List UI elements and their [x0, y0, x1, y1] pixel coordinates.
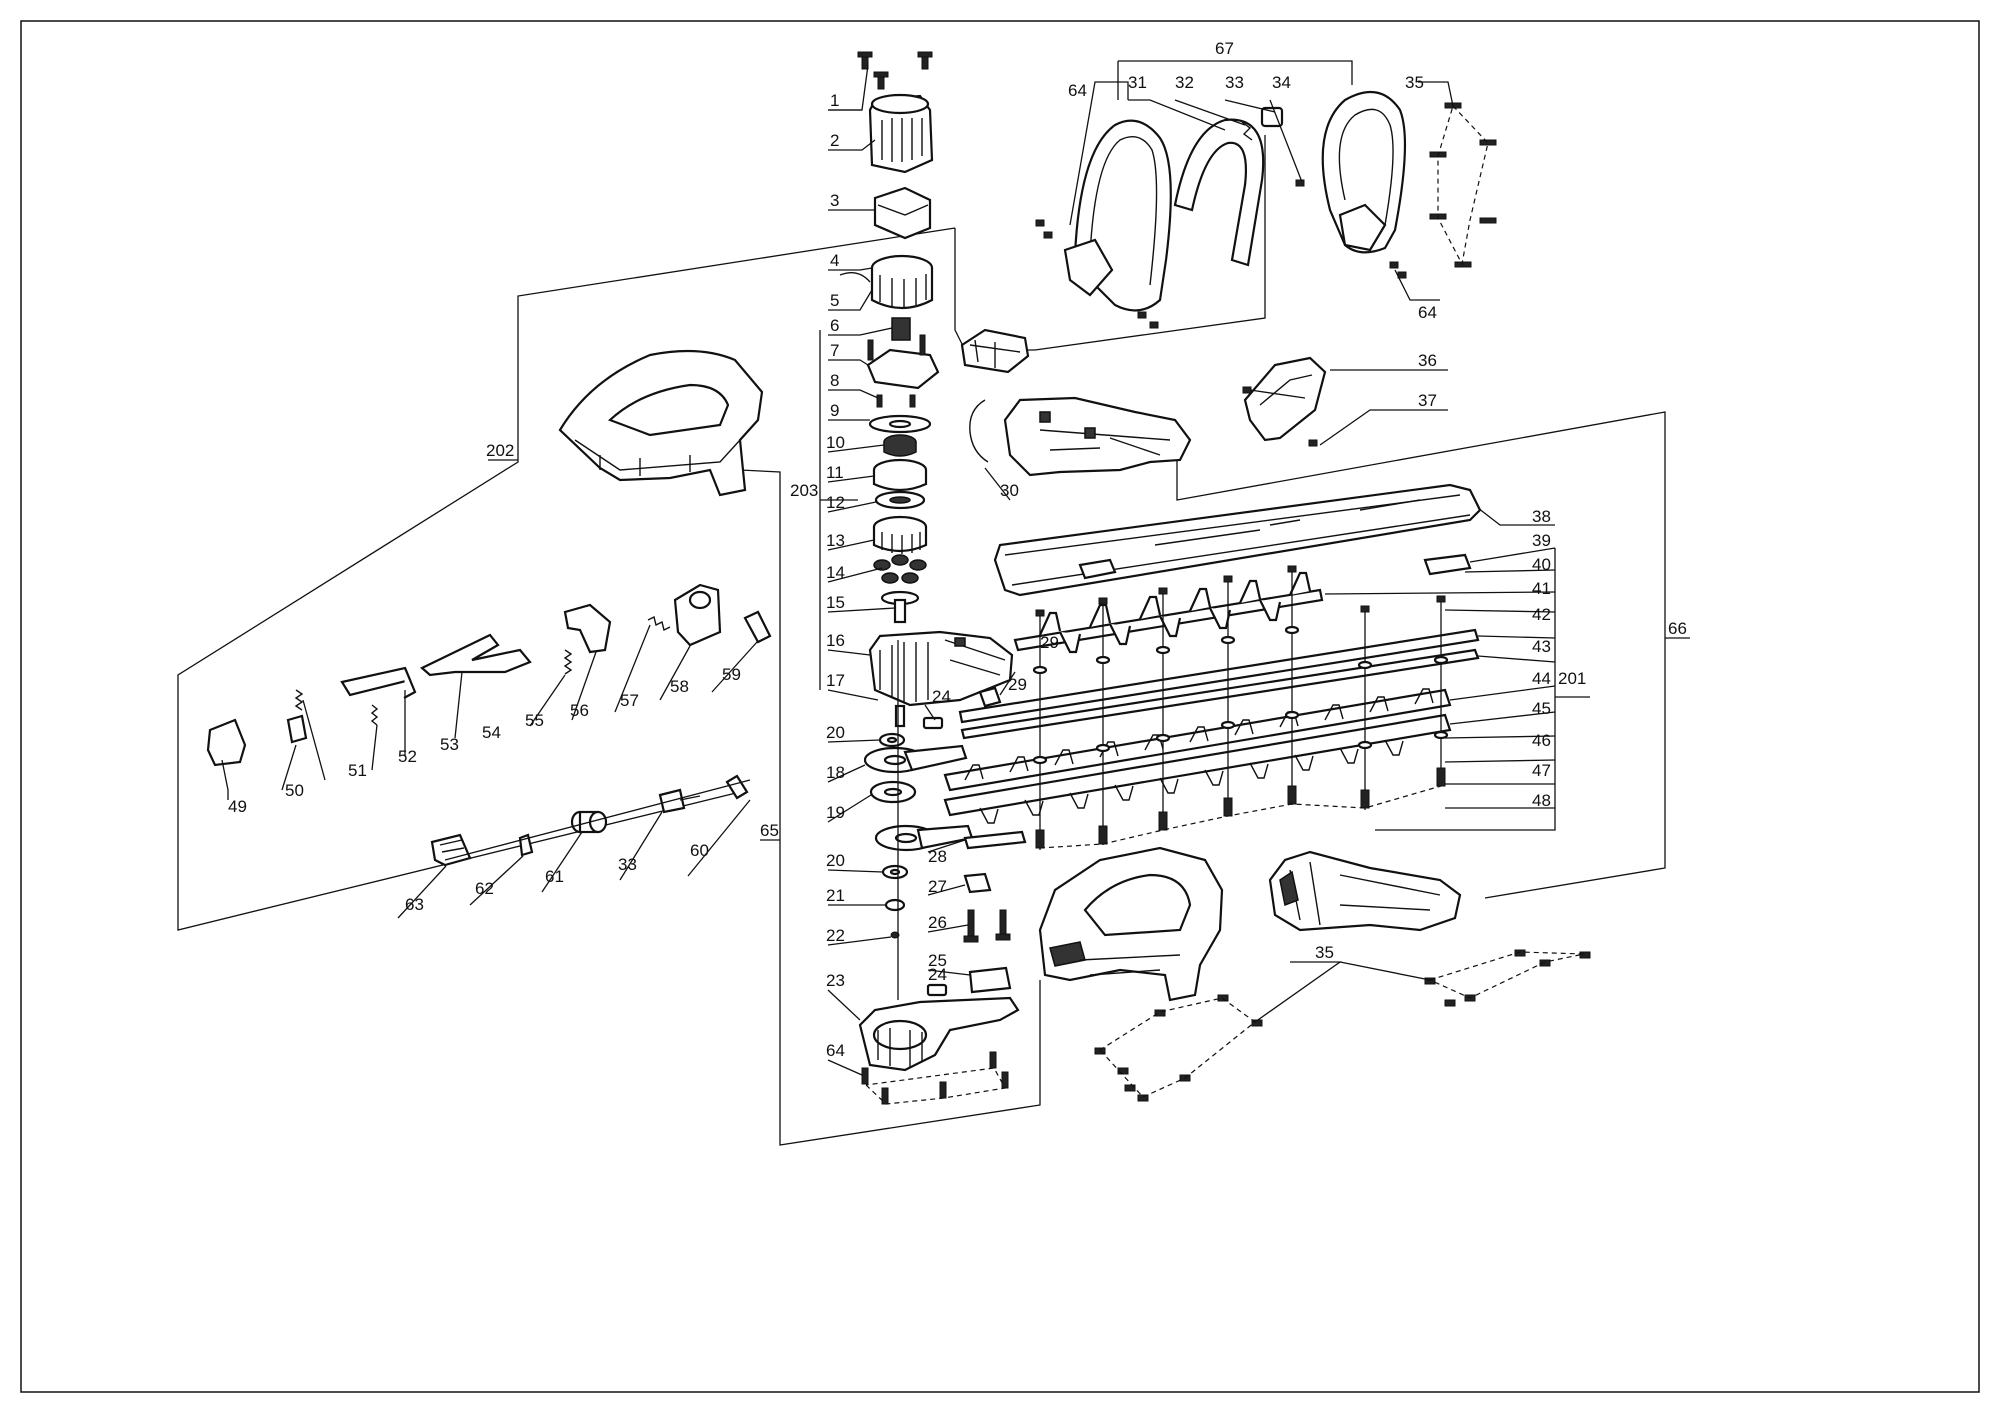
label-20b: 20 [826, 851, 845, 870]
label-18: 18 [826, 763, 845, 782]
label-49: 49 [228, 797, 247, 816]
label-66: 66 [1668, 619, 1687, 638]
label-20a: 20 [826, 723, 845, 742]
label-62: 62 [475, 879, 494, 898]
label-45: 45 [1532, 699, 1551, 718]
rear-handle-65 [1038, 846, 1224, 1002]
label-12: 12 [826, 493, 845, 512]
label-19: 19 [826, 803, 845, 822]
label-11: 11 [826, 463, 844, 482]
label-64b: 64 [1418, 303, 1437, 322]
label-64c: 64 [826, 1041, 845, 1060]
label-35a: 35 [1405, 73, 1424, 92]
group-202-boundary [177, 227, 956, 931]
label-54: 54 [482, 723, 501, 742]
label-35b: 35 [1315, 943, 1334, 962]
group-67-boundary [1118, 60, 1353, 85]
label-9: 9 [830, 401, 839, 420]
part-39-cap [1423, 553, 1472, 576]
label-52: 52 [398, 747, 417, 766]
label-3: 3 [830, 191, 839, 210]
label-55: 55 [525, 711, 544, 730]
label-1: 1 [830, 91, 839, 110]
label-27: 27 [928, 877, 947, 896]
label-17: 17 [826, 671, 845, 690]
label-39: 39 [1532, 531, 1551, 550]
label-47: 47 [1532, 761, 1551, 780]
label-60: 60 [690, 841, 709, 860]
part-38-blade-guard [993, 483, 1482, 597]
label-26: 26 [928, 913, 947, 932]
label-36: 36 [1418, 351, 1437, 370]
label-202: 202 [486, 441, 514, 460]
main-housing-upper [1003, 396, 1192, 477]
label-7: 7 [830, 341, 839, 360]
group-201-boundary [1375, 548, 1556, 831]
label-32: 32 [1175, 73, 1194, 92]
label-56: 56 [570, 701, 589, 720]
label-29b: 29 [1040, 633, 1059, 652]
label-64a: 64 [1068, 81, 1087, 100]
label-16: 16 [826, 631, 845, 650]
label-50: 50 [285, 781, 304, 800]
label-29a: 29 [1008, 675, 1027, 694]
blade-assembly [943, 565, 1480, 850]
label-15: 15 [826, 593, 845, 612]
label-43: 43 [1532, 637, 1551, 656]
part-36-nose-cover [1242, 356, 1327, 447]
label-63: 63 [405, 895, 424, 914]
label-48: 48 [1532, 791, 1551, 810]
label-34: 34 [1272, 73, 1291, 92]
switch-parts [206, 583, 772, 867]
label-24a: 24 [932, 687, 951, 706]
label-44: 44 [1532, 669, 1551, 688]
label-46: 46 [1532, 731, 1551, 750]
label-33a: 33 [1225, 73, 1244, 92]
label-4: 4 [830, 251, 839, 270]
label-23: 23 [826, 971, 845, 990]
label-24b: 24 [928, 965, 947, 984]
rear-handle-half-202 [558, 349, 764, 497]
label-28: 28 [928, 847, 947, 866]
label-41: 41 [1532, 579, 1551, 598]
label-31: 31 [1128, 73, 1147, 92]
label-6: 6 [830, 316, 839, 335]
part-30-clip [969, 399, 989, 463]
label-51: 51 [348, 761, 367, 780]
label-57: 57 [620, 691, 639, 710]
label-38: 38 [1532, 507, 1551, 526]
label-58: 58 [670, 677, 689, 696]
label-42: 42 [1532, 605, 1551, 624]
label-30: 30 [1000, 481, 1019, 500]
label-67: 67 [1215, 39, 1234, 58]
housing-66-half [1268, 850, 1462, 932]
label-22: 22 [826, 926, 845, 945]
label-40: 40 [1532, 555, 1551, 574]
label-14: 14 [826, 563, 845, 582]
label-61: 61 [545, 867, 564, 886]
label-25: 25 [928, 951, 947, 970]
label-203: 203 [790, 481, 818, 500]
callouts: 1 2 3 4 5 6 7 8 9 10 11 12 13 14 15 16 1… [221, 39, 1690, 1076]
label-5: 5 [830, 291, 839, 310]
label-21: 21 [826, 886, 845, 905]
label-201: 201 [1558, 669, 1586, 688]
label-10: 10 [826, 433, 845, 452]
group-66-boundary [1176, 411, 1666, 899]
label-53: 53 [440, 735, 459, 754]
label-8: 8 [830, 371, 839, 390]
label-37: 37 [1418, 391, 1437, 410]
label-33b: 33 [618, 855, 637, 874]
label-13: 13 [826, 531, 845, 550]
front-handle-assembly [1035, 90, 1497, 329]
group-65-boundary [739, 469, 1041, 1146]
label-2: 2 [830, 131, 839, 150]
drawing-frame [20, 20, 1980, 1393]
controller-board [960, 328, 1030, 374]
label-65: 65 [760, 821, 779, 840]
motor-column [839, 51, 1027, 1105]
label-59: 59 [722, 665, 741, 684]
